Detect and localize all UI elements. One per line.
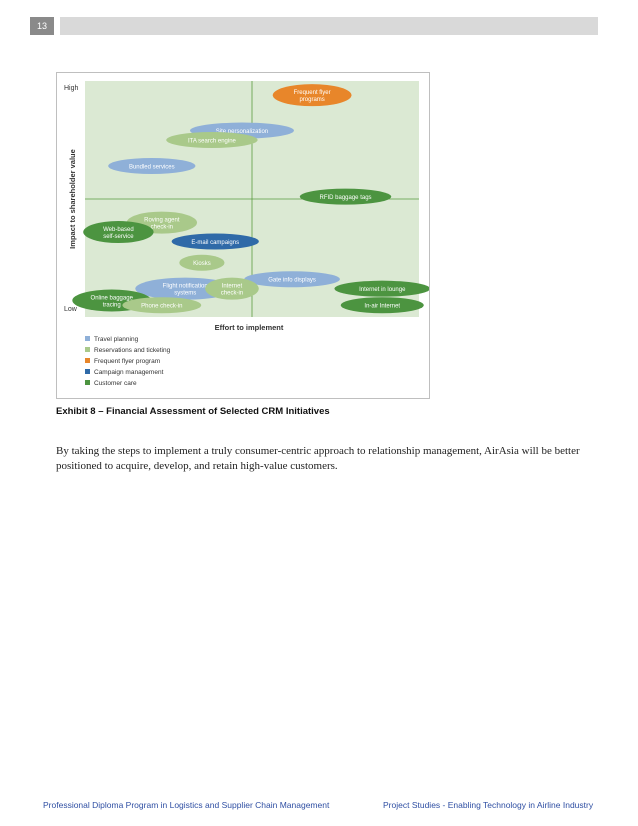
bubble-label: self-service xyxy=(103,234,134,240)
bubble-shape xyxy=(205,277,259,300)
bubble-label: Internet xyxy=(222,283,243,289)
bubble-label: Site personalization xyxy=(216,129,268,135)
bubble-shape xyxy=(108,157,196,174)
bubble-shape xyxy=(166,132,258,148)
bubble-label: check-in xyxy=(151,224,173,230)
legend-swatch xyxy=(85,369,90,374)
bubble-label: Bundled services xyxy=(129,164,175,170)
figure-caption: Exhibit 8 – Financial Assessment of Sele… xyxy=(56,406,330,417)
bubble-shape xyxy=(334,280,431,297)
bubble-label: Phone check-in xyxy=(141,304,182,310)
crm-matrix-chart: High Low Impact to shareholder value Eff… xyxy=(64,81,431,387)
bubble-shape xyxy=(122,297,202,314)
bubble-label: systems xyxy=(174,290,196,296)
bubble-12: Internet in lounge xyxy=(334,280,431,297)
header-bar xyxy=(60,17,598,35)
bubble-label: check-in xyxy=(221,290,243,296)
legend-item-2: Frequent flyer program xyxy=(85,358,160,365)
bubble-3: Bundled services xyxy=(108,157,196,174)
bubble-shape xyxy=(244,271,340,288)
bubble-label: ITA search engine xyxy=(188,138,237,144)
footer-right: Project Studies - Enabling Technology in… xyxy=(383,800,594,810)
bubble-shape xyxy=(272,84,352,107)
bubble-label: Gate info displays xyxy=(268,278,316,284)
legend-item-3: Campaign management xyxy=(85,369,164,376)
legend-label: Frequent flyer program xyxy=(94,358,160,365)
bubble-label: In-air Internet xyxy=(364,304,400,310)
bubble-label: Roving agent xyxy=(144,217,180,223)
bubble-label: programs xyxy=(299,97,324,103)
bubble-4: RFID baggage tags xyxy=(299,188,392,205)
bubble-2: ITA search engine xyxy=(166,132,258,148)
legend-label: Campaign management xyxy=(94,369,164,376)
legend-item-0: Travel planning xyxy=(85,336,139,343)
bubble-label: Internet in lounge xyxy=(359,287,406,293)
bubble-label: E-mail campaigns xyxy=(191,240,239,246)
bubble-label: Kiosks xyxy=(193,261,211,267)
bubble-8: Kiosks xyxy=(179,254,225,271)
legend-item-4: Customer care xyxy=(85,380,137,387)
legend-swatch xyxy=(85,358,90,363)
bubble-label: Online baggage xyxy=(91,295,134,301)
legend-swatch xyxy=(85,380,90,385)
x-axis-label: Effort to implement xyxy=(215,323,284,332)
bubble-label: Frequent flyer xyxy=(294,90,331,96)
body-paragraph: By taking the steps to implement a truly… xyxy=(56,445,580,472)
legend-item-1: Reservations and ticketing xyxy=(85,347,171,354)
bubble-label: tracing xyxy=(103,302,121,308)
bubble-shape xyxy=(171,233,259,250)
exhibit-figure: High Low Impact to shareholder value Eff… xyxy=(56,72,431,399)
bubble-shape xyxy=(299,188,392,205)
legend-label: Reservations and ticketing xyxy=(94,347,171,354)
footer-left: Professional Diploma Program in Logistic… xyxy=(43,800,330,810)
legend-swatch xyxy=(85,347,90,352)
legend-label: Travel planning xyxy=(94,336,139,343)
y-axis-label: Impact to shareholder value xyxy=(68,149,77,249)
bubble-15: In-air Internet xyxy=(340,297,424,314)
bubble-shape xyxy=(179,254,225,271)
bubble-shape xyxy=(340,297,424,314)
bubble-label: Flight notification xyxy=(163,283,208,289)
y-tick-high: High xyxy=(64,85,79,92)
bubble-9: Gate info displays xyxy=(244,271,340,288)
bubble-label: RFID baggage tags xyxy=(320,195,372,201)
bubble-label: Web-based xyxy=(103,227,134,233)
legend-label: Customer care xyxy=(94,380,137,387)
bubble-14: Phone check-in xyxy=(122,297,202,314)
bubble-7: E-mail campaigns xyxy=(171,233,259,250)
bubble-shape xyxy=(83,221,154,244)
legend-swatch xyxy=(85,336,90,341)
page-number: 13 xyxy=(30,17,54,35)
y-tick-low: Low xyxy=(64,306,78,313)
